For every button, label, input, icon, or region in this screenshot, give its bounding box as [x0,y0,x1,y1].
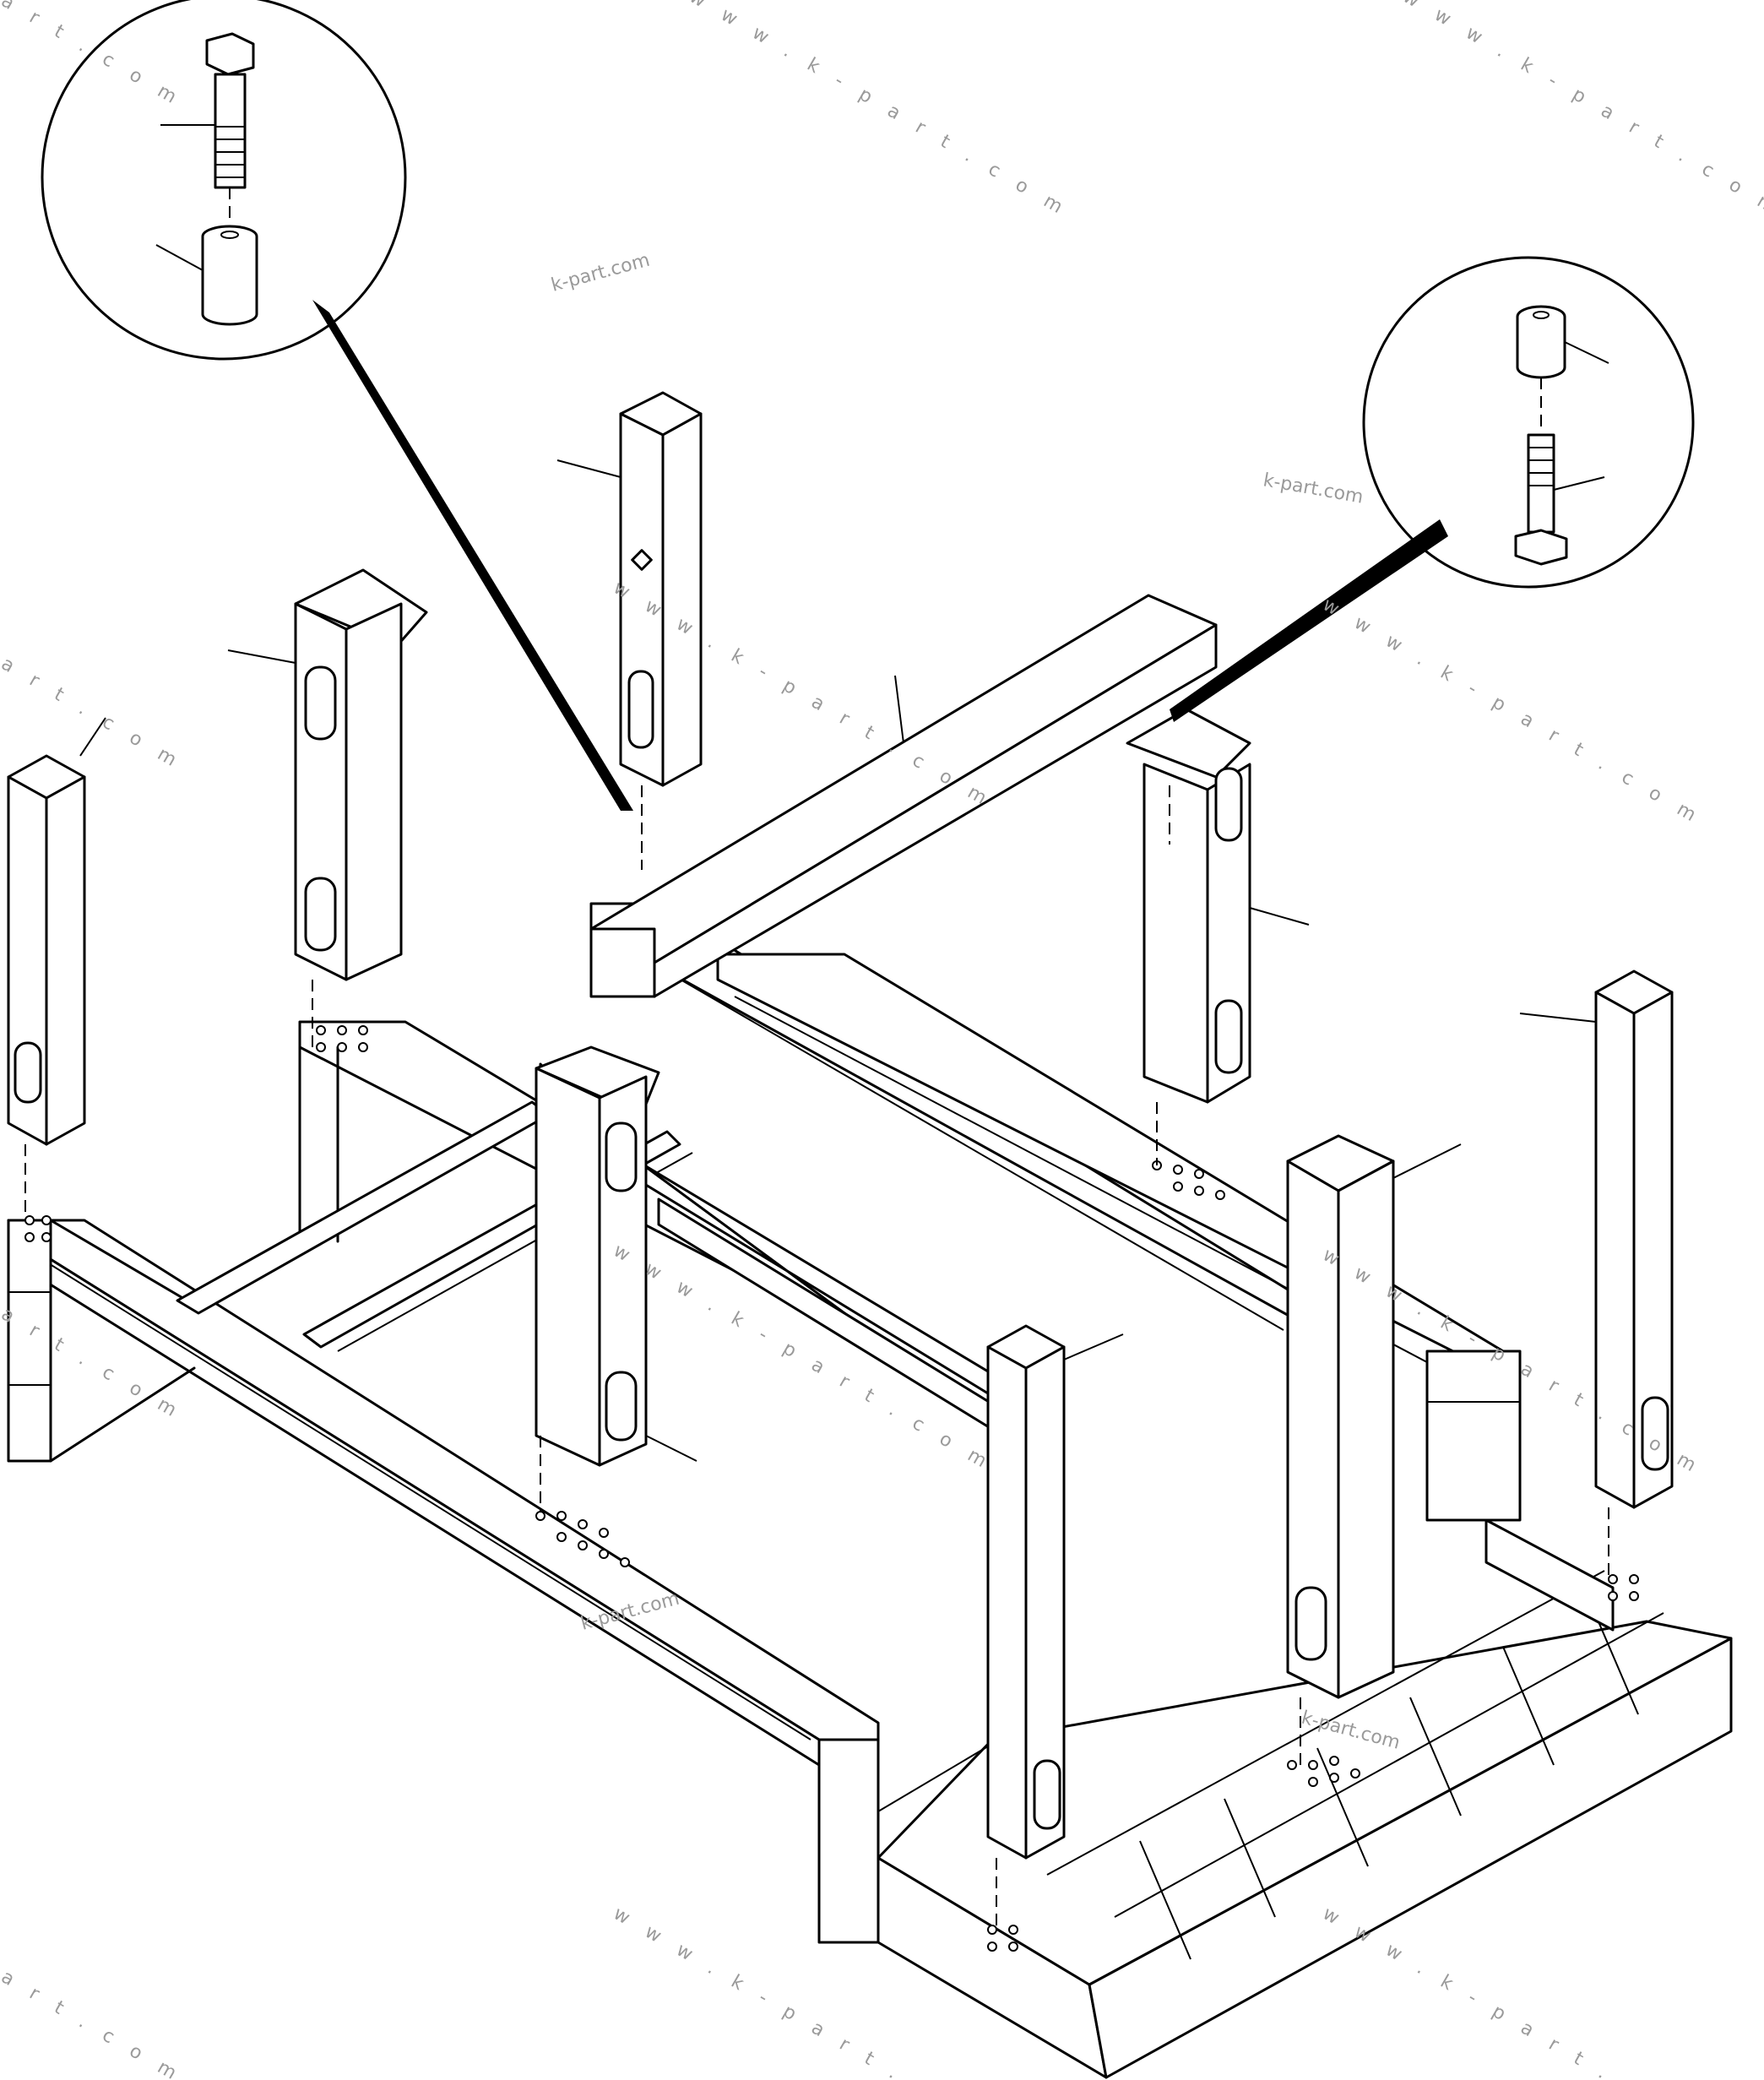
watermark-fragment: a r t . c o m [0,654,187,775]
watermark-spaced: w w w . k - p a r t . c o m [686,0,1072,222]
detail-circle-left [41,0,633,811]
post-e [1126,708,1310,1165]
detail-circle-right [1170,256,1695,722]
base-bolt-holes [24,1025,1639,1952]
post-d [535,1045,697,1512]
watermark-short: k-part.com [1262,470,1365,508]
post-g [1286,1134,1462,1765]
post-b [227,568,428,1047]
post-a [7,717,106,1216]
post-c [556,391,703,870]
upper-cross-beam [589,594,1218,998]
base-frame [7,902,1733,2079]
watermark-fragment: a r t . c o m [0,1967,187,2080]
watermark-spaced: w w w . k - p a r t . c o m [1319,595,1706,830]
post-h [1519,969,1674,1575]
post-f [986,1324,1124,1925]
watermark-spaced: w w w . k - p a r t . c o m [1319,1903,1706,2080]
watermark-spaced: w w w . k - p a r t . c o m [1399,0,1764,222]
watermark-short: k-part.com [549,250,652,296]
